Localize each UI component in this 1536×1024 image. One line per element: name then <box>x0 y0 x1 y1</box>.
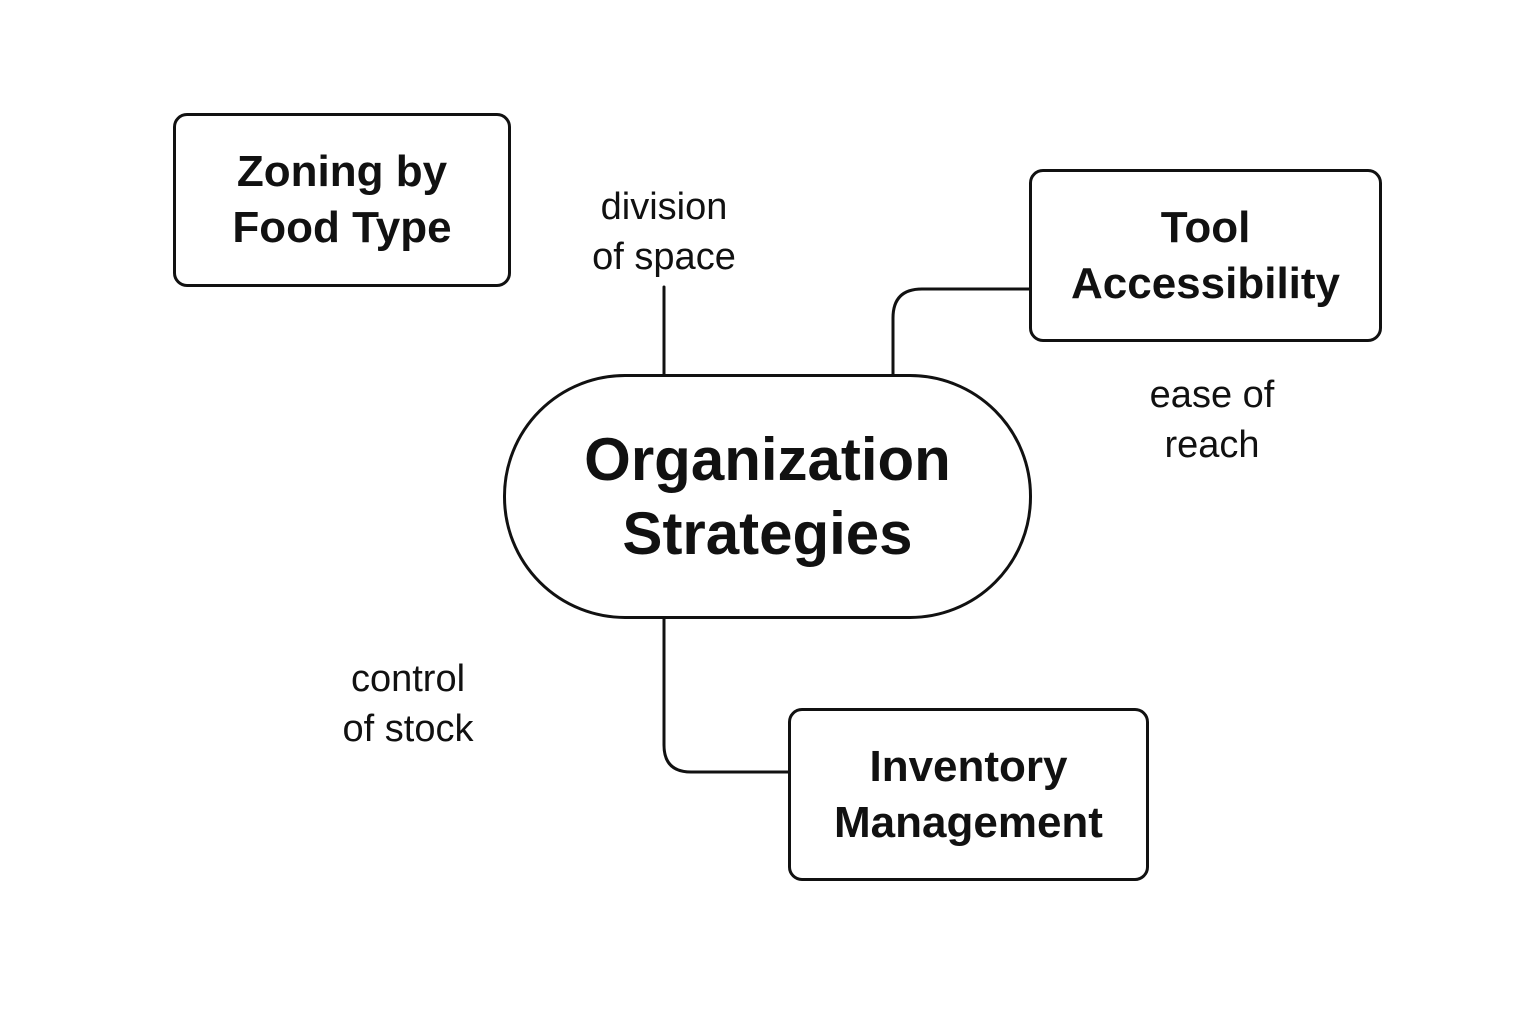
node-tool-label: Tool Accessibility <box>1071 200 1340 312</box>
node-tool-line-1: Tool <box>1160 202 1251 252</box>
connector-tool-accessibility <box>891 287 1033 378</box>
node-organization-strategies: Organization Strategies <box>503 374 1032 619</box>
node-zoning-label: Zoning by Food Type <box>232 144 451 256</box>
edge-label-ease-line-1: ease of <box>1149 374 1275 416</box>
center-node-label: Organization Strategies <box>584 423 951 571</box>
node-zoning-by-food-type: Zoning by Food Type <box>173 113 511 287</box>
edge-label-division-line-1: division <box>600 186 728 228</box>
edge-label-control-line-1: control <box>350 658 466 700</box>
edge-label-control-line-2: of stock <box>342 708 474 750</box>
node-zoning-line-2: Food Type <box>232 203 452 252</box>
node-tool-line-2: Accessibility <box>1070 258 1341 308</box>
center-node-line-2: Strategies <box>622 499 913 567</box>
node-tool-accessibility: Tool Accessibility <box>1029 169 1382 342</box>
edge-label-division-line-2: of space <box>592 236 736 278</box>
node-inventory-management: Inventory Management <box>788 708 1149 881</box>
center-node-line-1: Organization <box>584 425 951 493</box>
edge-label-control-of-stock: control of stock <box>308 654 508 754</box>
edge-label-ease-of-reach: ease of reach <box>1112 370 1312 470</box>
node-inventory-label: Inventory Management <box>834 739 1103 851</box>
connector-inventory-management <box>662 614 792 774</box>
edge-label-ease-line-2: reach <box>1164 424 1260 466</box>
edge-label-division-of-space: division of space <box>564 182 764 282</box>
node-inventory-line-2: Management <box>834 797 1103 847</box>
node-zoning-line-1: Zoning by <box>236 147 448 196</box>
node-inventory-line-1: Inventory <box>869 741 1068 791</box>
